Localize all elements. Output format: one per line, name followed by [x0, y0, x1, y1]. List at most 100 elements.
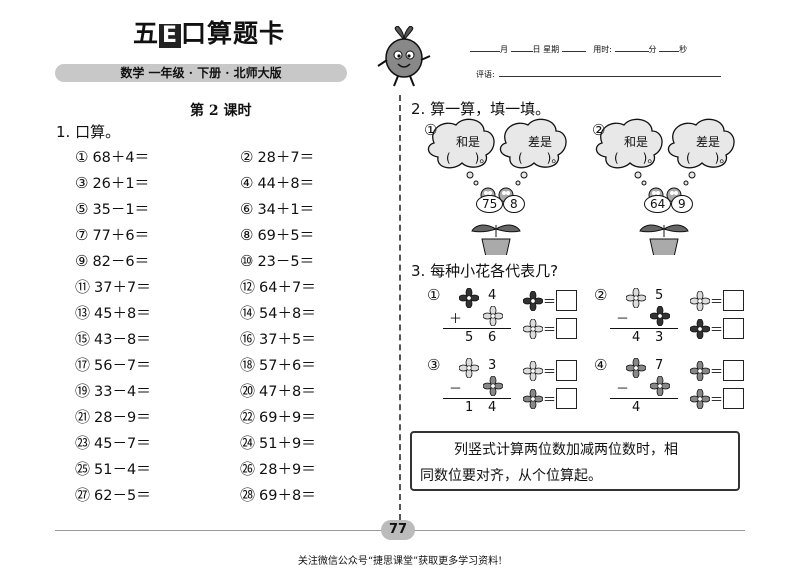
problem-expression: 54＋8＝ [259, 306, 316, 322]
answer-row-a: ＝ [522, 290, 578, 311]
problem-expression: 45＋8＝ [94, 306, 151, 322]
equals-sign: ＝ [710, 323, 724, 338]
brand-prefix: 五 [133, 19, 160, 48]
problem-number: ㉗ [75, 486, 91, 504]
flower-b-icon [482, 375, 504, 400]
problem-number: ⑱ [240, 356, 256, 374]
answer-box-b[interactable] [723, 318, 745, 339]
problem-number: ⑯ [240, 330, 256, 348]
flower-a-icon [625, 357, 647, 382]
problem-expression: 82－6＝ [92, 254, 150, 270]
answer-row-a: ＝ [689, 360, 745, 381]
flower-icon [649, 305, 671, 327]
flower-icon [625, 357, 647, 379]
equals-sign: ＝ [710, 393, 724, 408]
answer-box-b[interactable] [556, 388, 578, 409]
answer-box-a[interactable] [556, 360, 578, 381]
flower-a-icon [458, 357, 480, 382]
problem-number: ⑨ [75, 252, 89, 270]
q3-item-4: ④ 7－ 4 ＝ ＝ [594, 356, 745, 416]
problem-number: ⑦ [75, 226, 89, 244]
difference-answer-blank[interactable]: ( )。 [686, 151, 732, 165]
sum-answer-blank[interactable]: ( )。 [446, 151, 492, 165]
top-digit: 4 [488, 288, 497, 303]
problem-expression: 28＋9＝ [259, 462, 316, 478]
flower-pot-icon [594, 115, 744, 259]
sum-answer-blank[interactable]: ( )。 [614, 151, 660, 165]
flower-icon [458, 287, 480, 309]
problem-number: ④ [240, 174, 254, 192]
answer-box-a[interactable] [723, 360, 745, 381]
operator: ＋ [449, 312, 463, 327]
result-ones: 3 [655, 330, 664, 345]
problem-number: ⑧ [240, 226, 254, 244]
answer-box-a[interactable] [723, 290, 745, 311]
answer-box-a[interactable] [556, 290, 578, 311]
column-divider [399, 95, 401, 520]
q2-item-number: ① [424, 121, 438, 139]
sum-line [610, 398, 678, 399]
problem-number: ⑤ [75, 200, 89, 218]
problem-expression: 26＋1＝ [92, 176, 150, 192]
q3-item-number: ④ [594, 356, 608, 374]
equals-sign: ＝ [543, 295, 557, 310]
subtitle-bar: 数学 一年级 · 下册 · 北师大版 [55, 64, 347, 82]
problem-expression: 62－5＝ [94, 488, 151, 504]
comment-label: 评语: [476, 70, 495, 79]
answer-box-b[interactable] [556, 318, 578, 339]
month-label: 月 [500, 45, 508, 54]
flower-a-icon [458, 287, 480, 312]
flower-icon [689, 290, 711, 311]
answer-row-b: ＝ [522, 318, 578, 339]
number-a: 75 [476, 195, 504, 213]
flower-icon [689, 360, 711, 381]
flower-icon [649, 375, 671, 397]
problem-number: ② [240, 148, 254, 166]
problem-expression: 35－1＝ [92, 202, 150, 218]
sum-line [443, 398, 511, 399]
minute-label: 分 [648, 45, 657, 54]
operator: － [616, 312, 630, 327]
sum-label: 和是 [624, 135, 649, 149]
problem-number: ③ [75, 174, 89, 192]
problem-number: ⑳ [240, 382, 256, 400]
equals-sign: ＝ [710, 295, 724, 310]
number-a: 64 [644, 195, 672, 213]
result-ones: 4 [488, 400, 497, 415]
tip-line-2: 同数位要对齐，从个位算起。 [420, 468, 602, 484]
q1-title: 1. 口算。 [56, 123, 121, 141]
problem-expression: 45－7＝ [94, 436, 151, 452]
answer-row-a: ＝ [522, 360, 578, 381]
problem-expression: 77＋6＝ [92, 228, 150, 244]
flower-icon [522, 318, 544, 339]
difference-answer-blank[interactable]: ( )。 [518, 151, 564, 165]
problem-expression: 37＋7＝ [94, 280, 151, 296]
problem-number: ⑫ [240, 278, 256, 296]
difference-label: 差是 [696, 135, 721, 149]
problem-number: ㉕ [75, 460, 91, 478]
problem-expression: 56－7＝ [94, 358, 151, 374]
problem-expression: 34＋1＝ [257, 202, 315, 218]
problem-expression: 23－5＝ [257, 254, 315, 270]
answer-box-b[interactable] [723, 388, 745, 409]
